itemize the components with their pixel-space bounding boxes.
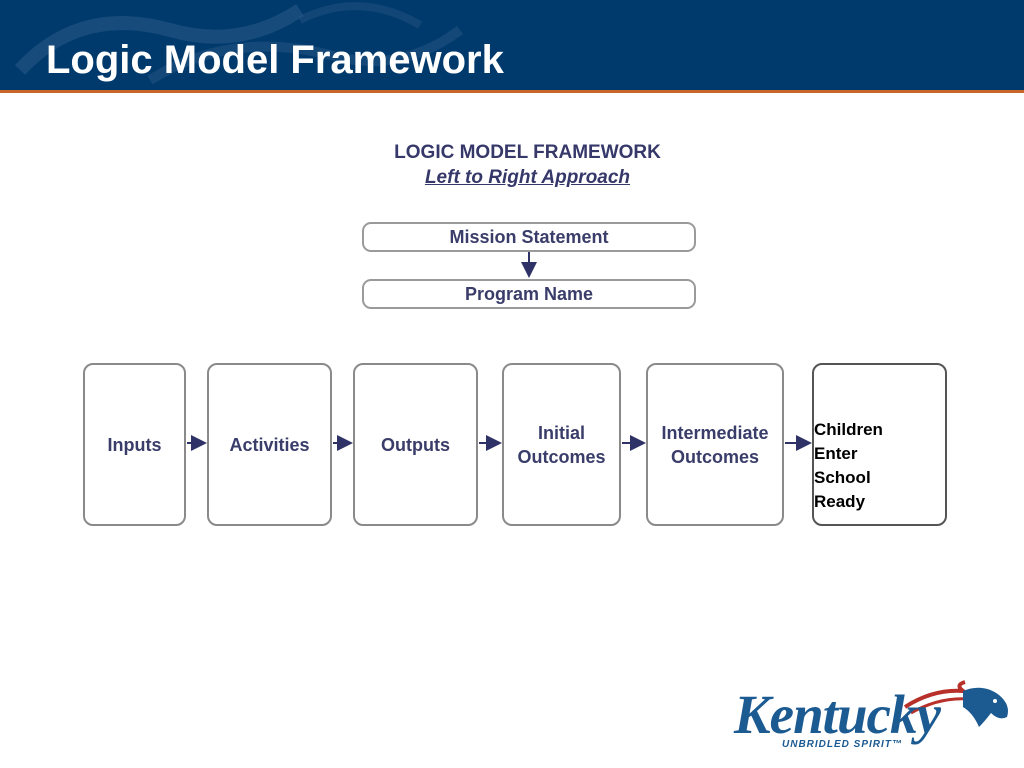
- horse-head-icon: [903, 680, 1008, 727]
- header-accent-line: [0, 90, 1024, 93]
- logo-wordmark: Kentucky: [734, 684, 941, 745]
- flow-label-outputs: Outputs: [381, 434, 450, 455]
- mission-statement-label: Mission Statement: [449, 226, 609, 247]
- flow-label-initial-outcomes: Outcomes: [517, 446, 606, 467]
- logo-tagline-text: UNBRIDLED SPIRIT: [782, 739, 892, 750]
- flow-label-inputs: Inputs: [107, 434, 162, 455]
- flow-label-initial: Initial: [537, 422, 585, 443]
- flow-label-intermediate: Intermediate: [661, 422, 769, 443]
- flow-box-initial-outcomes: Initial Outcomes: [502, 363, 621, 526]
- flow-box-inputs: Inputs: [83, 363, 186, 526]
- flow-label-activities: Activities: [229, 434, 310, 455]
- program-name-box: Program Name: [362, 279, 696, 309]
- mission-statement-box: Mission Statement: [362, 222, 696, 252]
- program-name-label: Program Name: [464, 283, 594, 304]
- logo-tagline: UNBRIDLED SPIRIT™: [782, 739, 903, 750]
- kentucky-logo: Kentucky UNBRIDLED SPIRIT™: [728, 677, 1018, 762]
- page-title: Logic Model Framework: [46, 38, 504, 82]
- flow-box-outputs: Outputs: [353, 363, 478, 526]
- diagram-title: LOGIC MODEL FRAMEWORK: [394, 142, 661, 163]
- flow-box-intermediate-outcomes: Intermediate Outcomes: [646, 363, 784, 526]
- flow-box-activities: Activities: [207, 363, 332, 526]
- flow-label-children: Children: [814, 420, 883, 439]
- logo-trademark: ™: [891, 739, 903, 750]
- banner-swirl-decoration: [14, 2, 463, 85]
- flow-box-children-ready: Children Enter School Ready: [812, 363, 947, 526]
- flow-label-intermediate-outcomes: Outcomes: [670, 446, 760, 467]
- flow-label-school: School: [814, 468, 871, 487]
- diagram-subtitle: Left to Right Approach: [424, 167, 631, 188]
- flow-label-ready: Ready: [814, 492, 866, 511]
- flow-label-enter: Enter: [814, 444, 858, 463]
- header-banner: Logic Model Framework: [0, 0, 1024, 90]
